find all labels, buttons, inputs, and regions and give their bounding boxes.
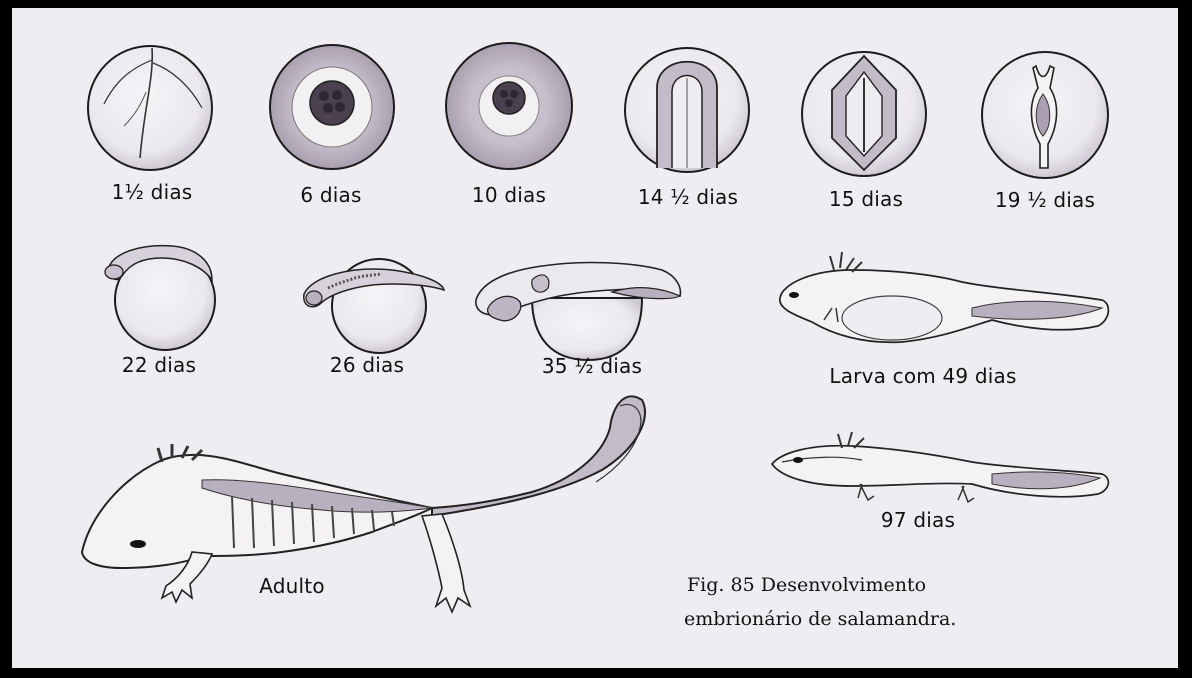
stage-label: 26 dias — [329, 353, 405, 377]
figure-caption-line-2: embrionário de salamandra. — [684, 608, 957, 630]
stage-label: 22 dias — [121, 353, 197, 377]
embryo-stage-22 — [104, 244, 216, 351]
stage-label: 19 ½ dias — [994, 188, 1096, 212]
salamander-development-illustration — [80, 42, 1110, 615]
egg-stage-4 — [624, 47, 750, 173]
figure-frame: 1½ dias 6 dias 10 dias 14 ½ dias 15 dias… — [12, 8, 1178, 668]
stage-label: 15 dias — [828, 187, 904, 211]
egg-stage-3 — [445, 42, 573, 170]
stage-label: 35 ½ dias — [541, 354, 643, 378]
stage-label: 14 ½ dias — [637, 185, 739, 209]
stage-label: Larva com 49 dias — [829, 364, 1017, 388]
embryo-stage-26 — [303, 258, 446, 354]
stage-label: 1½ dias — [111, 180, 193, 204]
egg-stage-1 — [87, 45, 213, 171]
egg-stage-5 — [801, 51, 927, 177]
egg-stage-6 — [981, 51, 1109, 179]
embryo-stage-35 — [475, 261, 682, 362]
figure-caption-line-1: Fig. 85 Desenvolvimento — [687, 574, 927, 596]
larva-stage-97 — [770, 431, 1110, 504]
egg-stage-2 — [269, 44, 395, 170]
larva-stage-49 — [779, 251, 1110, 344]
stage-label: 97 dias — [880, 508, 956, 532]
stage-label: Adulto — [259, 574, 325, 598]
adult-salamander — [80, 395, 647, 615]
stage-label: 10 dias — [471, 183, 547, 207]
stage-label: 6 dias — [300, 183, 362, 207]
